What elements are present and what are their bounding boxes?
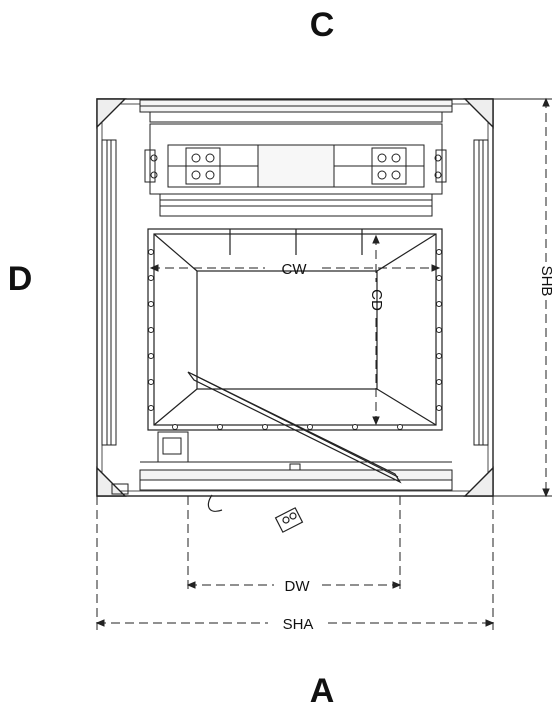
- dimension-dw: [186, 496, 402, 590]
- right-side-rail: [473, 139, 489, 446]
- side-label-c: C: [310, 6, 335, 44]
- side-label-a: A: [310, 672, 335, 710]
- dimension-sha: [95, 496, 495, 630]
- curb-pan: [147, 228, 443, 431]
- top-rail: [139, 99, 453, 123]
- dimension-label-sha: SHA: [283, 616, 314, 633]
- dimension-label-cd: CD: [368, 289, 385, 311]
- top-hardware-assembly: [144, 123, 447, 217]
- curb-bolts: [148, 249, 442, 430]
- lower-hinge-assembly: [111, 431, 453, 495]
- dimension-shb: [493, 97, 552, 498]
- dimension-label-dw: DW: [285, 578, 311, 595]
- open-door-panel: [187, 371, 402, 533]
- side-label-d: D: [8, 260, 33, 298]
- dimension-label-cw: CW: [282, 261, 308, 278]
- dimension-label-shb: SHB: [538, 266, 555, 297]
- left-side-rail: [101, 139, 117, 446]
- dimension-cw: [149, 264, 441, 272]
- dimension-cd: [372, 234, 380, 426]
